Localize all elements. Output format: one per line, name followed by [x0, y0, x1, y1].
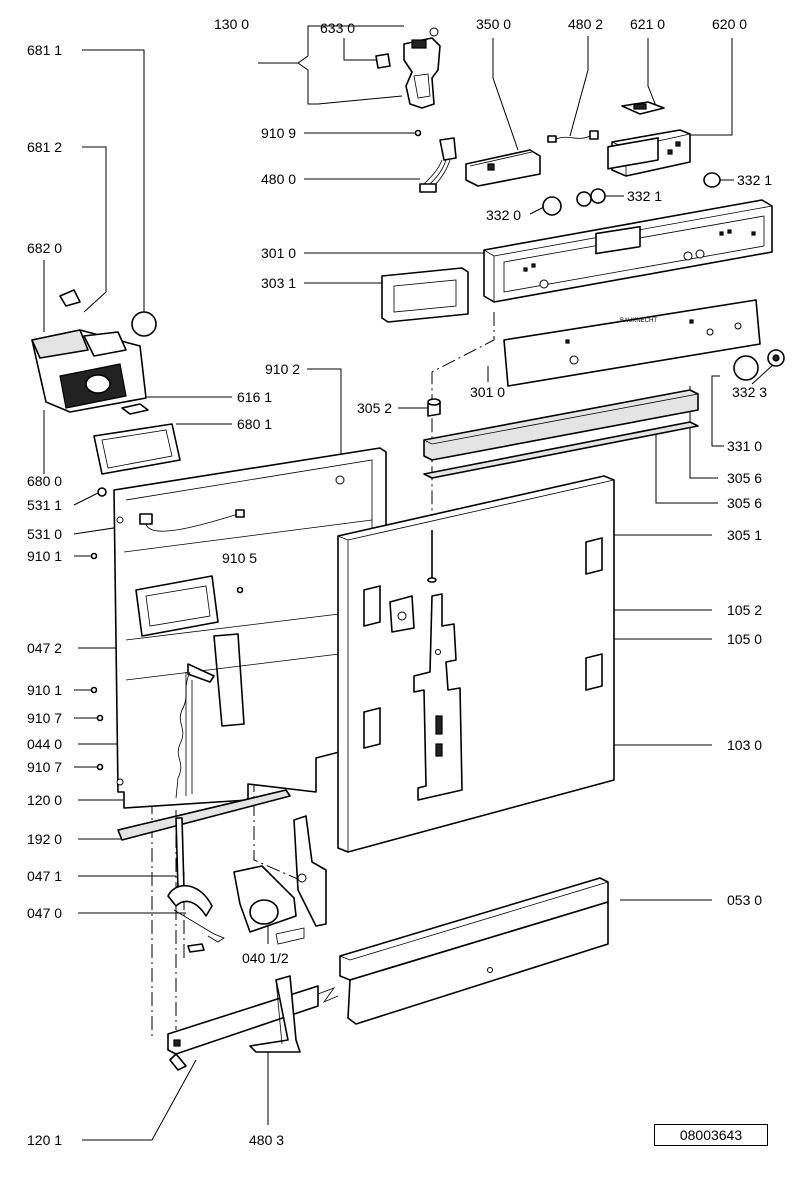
- callout-1201: 120 1: [27, 1132, 62, 1148]
- callout-9101-b: 910 1: [27, 682, 62, 698]
- svg-text:BAUKNECHT: BAUKNECHT: [620, 318, 657, 324]
- control-panel-part: [483, 137, 773, 303]
- screw-910-9-part: [414, 129, 422, 137]
- control-board-cover-part: [465, 149, 541, 187]
- screws-part: [90, 487, 244, 771]
- callout-3010-bottom: 301 0: [470, 384, 505, 400]
- callout-0470: 047 0: [27, 905, 62, 921]
- callout-1050: 105 0: [727, 631, 762, 647]
- callout-3051: 305 1: [727, 527, 762, 543]
- leader-lines: [43, 25, 775, 1141]
- mounting-plate-part: [413, 593, 463, 801]
- callout-9107-b: 910 7: [27, 759, 62, 775]
- callout-6200: 620 0: [712, 16, 747, 32]
- callout-labels: 130 0 633 0 350 0 480 2 621 0 620 0 681 …: [27, 16, 772, 1148]
- callout-6330: 633 0: [320, 20, 355, 36]
- callout-3056-b: 305 6: [727, 495, 762, 511]
- strip-192-0-part: [117, 789, 291, 841]
- hinge-bracket-part: [389, 595, 415, 633]
- door-lock-part: [375, 27, 441, 109]
- callout-1200: 120 0: [27, 792, 62, 808]
- callout-3010-top: 301 0: [261, 245, 296, 261]
- callout-3056-a: 305 6: [727, 470, 762, 486]
- callout-6210: 621 0: [630, 16, 665, 32]
- callout-6820: 682 0: [27, 240, 62, 256]
- callout-3321-right: 332 1: [737, 172, 772, 188]
- callout-1300: 130 0: [214, 16, 249, 32]
- callout-9105: 910 5: [222, 550, 257, 566]
- dispenser-gasket-part: [93, 423, 181, 475]
- kick-plate-part: [317, 877, 609, 1025]
- knobs-part: [542, 172, 721, 216]
- callout-5310: 531 0: [27, 526, 62, 542]
- pulley-part: [167, 884, 225, 953]
- callout-6811: 681 1: [27, 42, 62, 58]
- main-knob-part: [733, 349, 785, 381]
- callout-4800: 480 0: [261, 171, 296, 187]
- callout-3500: 350 0: [476, 16, 511, 32]
- callout-9107-a: 910 7: [27, 710, 62, 726]
- inner-door-liner-part: [113, 447, 387, 809]
- callout-3031: 303 1: [261, 275, 296, 291]
- callout-1920: 192 0: [27, 831, 62, 847]
- callout-0472: 047 2: [27, 640, 62, 656]
- callout-6812: 681 2: [27, 139, 62, 155]
- callout-0471: 047 1: [27, 868, 62, 884]
- cable-531-0-part: [139, 509, 245, 532]
- callout-6801: 680 1: [237, 416, 272, 432]
- callout-3052: 305 2: [357, 400, 392, 416]
- pin-305-1-part: [427, 530, 437, 583]
- cable-480-2-part: [547, 130, 599, 143]
- callout-0530: 053 0: [727, 892, 762, 908]
- callout-4802: 480 2: [568, 16, 603, 32]
- callout-3321-mid: 332 1: [627, 188, 662, 204]
- faceplate-part: BAUKNECHT: [503, 225, 761, 387]
- detergent-dispenser-part: [31, 289, 157, 413]
- flap-616-1-part: [121, 403, 149, 415]
- wire-harness-part: [419, 137, 457, 193]
- bracket-480-3-part: [249, 975, 301, 1053]
- callout-1030: 103 0: [727, 737, 762, 753]
- handle-part: [381, 267, 469, 323]
- door-hinge-part: [233, 815, 327, 945]
- callout-9102: 910 2: [265, 361, 300, 377]
- rails-part: [423, 389, 699, 479]
- callout-9109: 910 9: [261, 125, 296, 141]
- callout-5311: 531 1: [27, 497, 62, 513]
- document-reference-number: 08003643: [654, 1124, 768, 1146]
- callout-6161: 616 1: [237, 389, 272, 405]
- callout-04012: 040 1/2: [242, 950, 289, 966]
- callout-3323: 332 3: [732, 384, 767, 400]
- cable-047-1-part: [175, 817, 185, 891]
- module-621-part: [621, 101, 665, 115]
- callout-1052: 105 2: [727, 602, 762, 618]
- callout-0440: 044 0: [27, 736, 62, 752]
- door-spring-part: [175, 663, 215, 799]
- outer-door-panel-part: [337, 475, 615, 853]
- callout-3310: 331 0: [727, 438, 762, 454]
- callout-6800: 680 0: [27, 473, 62, 489]
- callout-9101-a: 910 1: [27, 548, 62, 564]
- clip-305-2-part: [427, 398, 441, 417]
- callout-3320: 332 0: [486, 207, 521, 223]
- callout-4803: 480 3: [249, 1132, 284, 1148]
